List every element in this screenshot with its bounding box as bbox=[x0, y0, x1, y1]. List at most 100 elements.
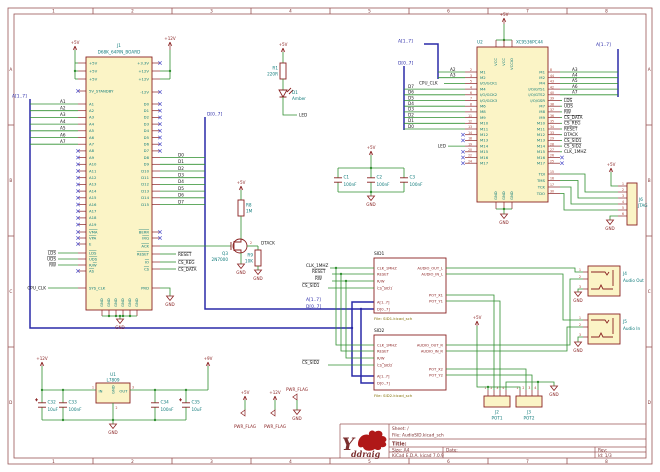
wire[interactable] bbox=[446, 368, 527, 390]
q3-ref[interactable]: Q3 bbox=[222, 251, 228, 256]
sid2-sheet[interactable] bbox=[373, 334, 447, 391]
j3-value[interactable]: POT2 bbox=[523, 416, 534, 421]
j1-ref[interactable]: J1 bbox=[116, 43, 121, 48]
net-label[interactable]: A7 bbox=[60, 139, 66, 144]
resistor-ref[interactable]: R1 bbox=[272, 66, 278, 71]
net-label[interactable]: LDS bbox=[48, 251, 57, 256]
gnd-symbol-icon[interactable] bbox=[292, 409, 302, 416]
net-label[interactable]: CS_SID1 bbox=[302, 283, 320, 288]
power-arrow-icon[interactable] bbox=[72, 45, 78, 51]
bus-label[interactable]: A[1..7] bbox=[306, 297, 321, 303]
capacitor-value[interactable]: 10uF bbox=[192, 407, 203, 412]
u2-value[interactable]: XC9536PC44 bbox=[516, 40, 543, 45]
gnd-symbol-icon[interactable] bbox=[165, 295, 175, 302]
wire[interactable] bbox=[560, 173, 618, 193]
resistor-symbol[interactable] bbox=[254, 249, 262, 267]
gnd-label[interactable]: GND bbox=[165, 302, 174, 307]
net-label[interactable]: D6 bbox=[178, 193, 184, 198]
j1-value[interactable]: D68K_64PIN_BOARD bbox=[98, 50, 141, 55]
j6-value[interactable]: JTAG bbox=[637, 203, 648, 208]
sheet-name[interactable]: SID1 bbox=[374, 251, 384, 257]
wire[interactable] bbox=[560, 193, 618, 211]
capacitor-ref[interactable]: C1 bbox=[344, 175, 350, 180]
wire[interactable] bbox=[610, 172, 618, 187]
power-label[interactable]: +5V bbox=[71, 40, 80, 45]
resistor-ref[interactable]: R8 bbox=[246, 203, 252, 208]
net-label[interactable]: D7 bbox=[408, 84, 414, 89]
power-arrow-icon[interactable] bbox=[474, 320, 480, 326]
net-label[interactable]: CPU_CLK bbox=[27, 286, 46, 291]
net-label[interactable]: D5 bbox=[178, 186, 184, 191]
u2-ref[interactable]: U2 bbox=[477, 40, 483, 45]
wire[interactable] bbox=[446, 278, 583, 346]
net-label[interactable]: A1 bbox=[60, 99, 66, 104]
capacitor-ref[interactable]: C3 bbox=[410, 175, 416, 180]
net-label[interactable]: A7 bbox=[572, 90, 578, 95]
q3-mosfet-symbol[interactable] bbox=[232, 238, 248, 254]
j3-ref[interactable]: J3 bbox=[526, 410, 531, 415]
gnd-label[interactable]: GND bbox=[115, 325, 124, 330]
wire[interactable] bbox=[446, 294, 495, 390]
net-label[interactable]: CS_SID1 bbox=[564, 138, 582, 143]
wire[interactable] bbox=[345, 281, 374, 359]
power-arrow-icon[interactable] bbox=[39, 361, 45, 367]
net-label[interactable]: UDS bbox=[564, 104, 573, 109]
net-label[interactable]: LDS bbox=[564, 98, 573, 103]
net-label[interactable]: RESET bbox=[564, 126, 578, 131]
net-label[interactable]: A3 bbox=[572, 67, 578, 72]
net-label[interactable]: LED bbox=[438, 144, 446, 149]
net-label[interactable]: D4 bbox=[178, 179, 184, 184]
capacitor-ref[interactable]: C2 bbox=[377, 175, 383, 180]
net-label[interactable]: LED bbox=[299, 113, 307, 118]
power-arrow-icon[interactable] bbox=[280, 47, 286, 53]
power-label[interactable]: +5V bbox=[241, 390, 250, 395]
power-arrow-icon[interactable] bbox=[501, 17, 507, 24]
power-label[interactable]: +5V bbox=[279, 42, 288, 47]
net-label[interactable]: RW bbox=[564, 109, 571, 114]
net-label[interactable]: RW bbox=[315, 276, 322, 281]
gnd-symbol-icon[interactable] bbox=[108, 423, 118, 430]
led-symbol[interactable] bbox=[278, 87, 294, 98]
capacitor-ref[interactable]: C33 bbox=[69, 400, 78, 405]
j1-body[interactable] bbox=[85, 56, 153, 311]
gnd-label[interactable]: GND bbox=[108, 430, 117, 435]
resistor-symbol[interactable] bbox=[237, 199, 245, 217]
wire[interactable] bbox=[335, 268, 374, 346]
power-arrow-icon[interactable] bbox=[242, 395, 248, 401]
gnd-symbol-icon[interactable] bbox=[499, 213, 509, 220]
d-bus[interactable] bbox=[204, 117, 374, 310]
gnd-label[interactable]: GND bbox=[573, 348, 582, 353]
sid1-sheet[interactable] bbox=[373, 257, 447, 314]
wire[interactable] bbox=[560, 186, 618, 205]
power-label[interactable]: +5V bbox=[237, 180, 246, 185]
gnd-symbol-icon[interactable] bbox=[115, 318, 125, 325]
net-label[interactable]: D0 bbox=[178, 152, 184, 157]
power-arrow-icon[interactable] bbox=[272, 395, 278, 401]
net-label[interactable]: UDS bbox=[47, 257, 56, 262]
bus-label[interactable]: A[1..7] bbox=[398, 39, 413, 45]
power-arrow-icon[interactable] bbox=[205, 361, 211, 367]
gnd-symbol-icon[interactable] bbox=[253, 269, 263, 276]
q3-value[interactable]: 2N7000 bbox=[212, 257, 229, 262]
net-label[interactable]: D5 bbox=[408, 95, 414, 100]
net-label[interactable]: A2 bbox=[450, 67, 456, 72]
bus-label[interactable]: D[0..7] bbox=[207, 112, 222, 118]
net-label[interactable]: D7 bbox=[178, 199, 184, 204]
wire[interactable] bbox=[446, 300, 501, 390]
wire[interactable] bbox=[609, 215, 618, 220]
net-label[interactable]: CLK_1MHZ bbox=[306, 263, 329, 268]
power-label[interactable]: +5V bbox=[473, 315, 482, 320]
resistor-symbol[interactable] bbox=[279, 62, 287, 80]
net-label[interactable]: D3 bbox=[408, 107, 414, 112]
net-label[interactable]: CS_REG bbox=[178, 260, 194, 265]
pwr-flag-label[interactable]: PWR_FLAG bbox=[234, 424, 256, 429]
gnd-symbol-icon[interactable] bbox=[573, 341, 583, 348]
gnd-label[interactable]: GND bbox=[499, 220, 508, 225]
net-label[interactable]: CS_DATA bbox=[178, 267, 197, 272]
net-label[interactable]: D3 bbox=[178, 173, 184, 178]
j2-value[interactable]: POT1 bbox=[491, 416, 502, 421]
net-label[interactable]: A5 bbox=[572, 78, 578, 83]
net-label[interactable]: A6 bbox=[572, 84, 578, 89]
net-label[interactable]: A6 bbox=[60, 132, 66, 137]
gnd-label[interactable]: GND bbox=[366, 202, 375, 207]
